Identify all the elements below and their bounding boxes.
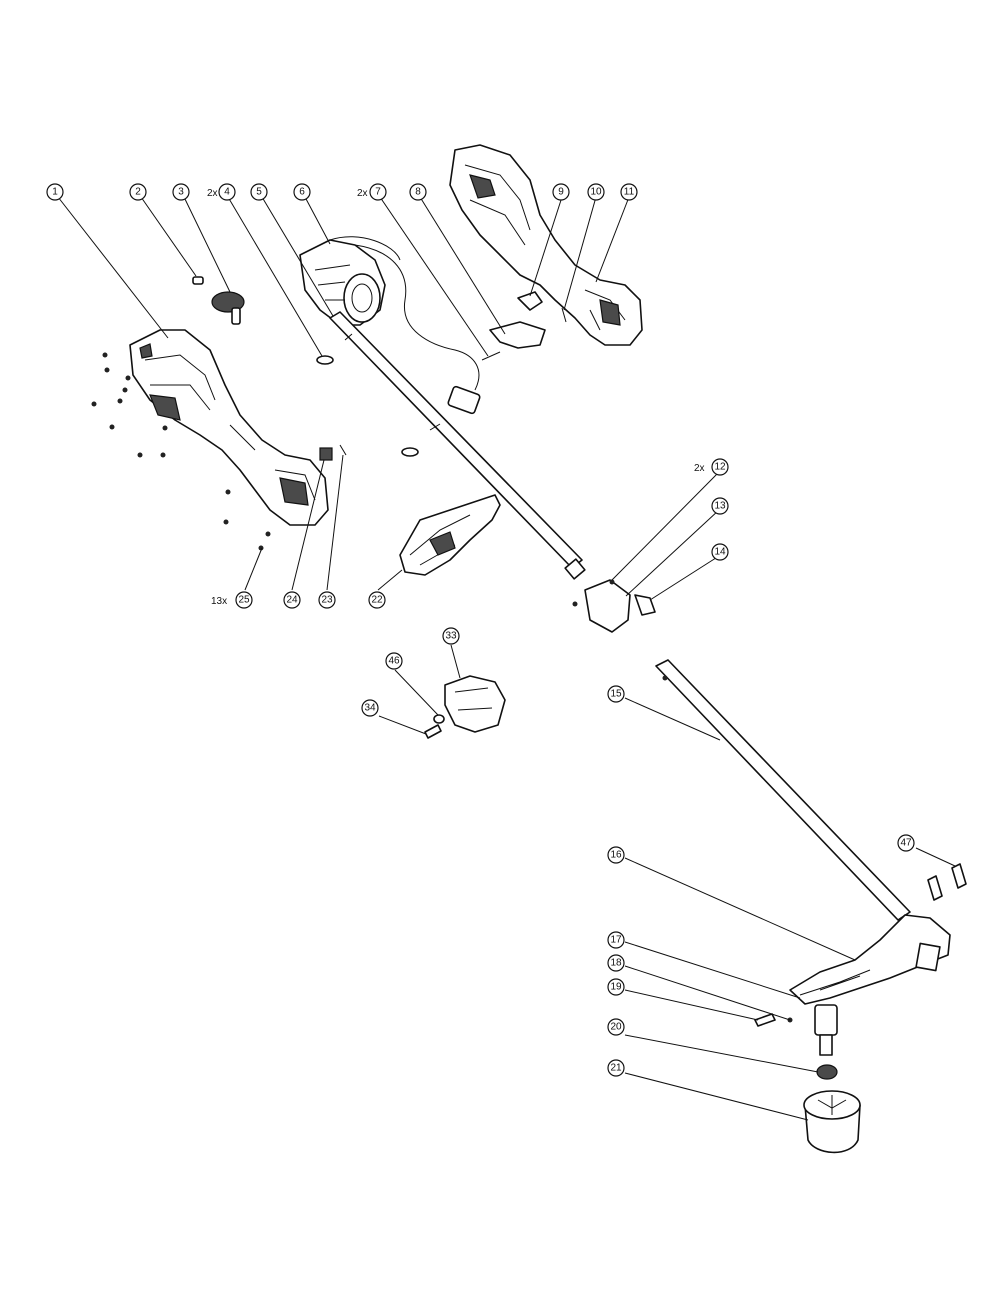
part-19-key	[754, 1013, 776, 1027]
callout-9: 9	[552, 183, 570, 201]
part-47-bolts	[927, 863, 967, 901]
callout-14: 14	[711, 543, 729, 561]
callout-5: 5	[250, 183, 268, 201]
svg-text:5: 5	[256, 187, 262, 198]
leader-lines	[57, 196, 956, 1121]
part-46-washer	[433, 714, 445, 724]
part-34-bolt	[424, 724, 442, 739]
part-7-pin	[481, 351, 501, 361]
callout-47: 47	[897, 834, 915, 852]
part-4-washer	[316, 355, 334, 365]
part-2-bushing	[192, 276, 204, 285]
part-33-clamp	[444, 675, 506, 733]
svg-text:10: 10	[590, 187, 602, 198]
svg-text:1: 1	[52, 187, 58, 198]
part-13-coupler	[572, 579, 631, 633]
callout-7: 7	[369, 183, 387, 201]
part-3-fan	[211, 291, 245, 325]
callout-10: 10	[587, 183, 605, 201]
qty-12: 2x	[694, 463, 705, 474]
svg-text:47: 47	[900, 838, 912, 849]
svg-text:24: 24	[286, 595, 298, 606]
part-17-spindle	[814, 1004, 838, 1056]
svg-text:21: 21	[610, 1063, 622, 1074]
svg-text:3: 3	[178, 187, 184, 198]
callout-2: 2	[129, 183, 147, 201]
svg-text:46: 46	[388, 656, 400, 667]
part-22-aux-handle	[399, 494, 501, 576]
part-1-left-housing	[129, 329, 329, 526]
qty-4: 2x	[207, 188, 218, 199]
part-8-trigger	[489, 321, 546, 349]
callout-34: 34	[361, 699, 379, 717]
svg-text:8: 8	[415, 187, 421, 198]
svg-text:15: 15	[610, 689, 622, 700]
callout-33: 33	[442, 627, 460, 645]
svg-text:25: 25	[238, 595, 250, 606]
svg-text:17: 17	[610, 935, 622, 946]
part-23-spring	[339, 444, 347, 456]
svg-text:14: 14	[714, 547, 726, 558]
part-14-knob	[634, 594, 656, 616]
callout-1: 1	[46, 183, 64, 201]
callout-3: 3	[172, 183, 190, 201]
svg-text:19: 19	[610, 982, 622, 993]
callout-6: 6	[293, 183, 311, 201]
svg-text:33: 33	[445, 631, 457, 642]
qty-25: 13x	[211, 596, 227, 607]
part-21-spool-head	[803, 1090, 861, 1154]
callout-23: 23	[318, 591, 336, 609]
svg-text:13: 13	[714, 501, 726, 512]
part-6-motor-wiring	[299, 236, 481, 415]
callout-19: 19	[607, 978, 625, 996]
svg-text:6: 6	[299, 187, 305, 198]
svg-text:11: 11	[624, 187, 635, 198]
svg-text:4: 4	[224, 187, 230, 198]
callout-16: 16	[607, 846, 625, 864]
callout-18: 18	[607, 954, 625, 972]
callout-15: 15	[607, 685, 625, 703]
svg-text:2: 2	[135, 187, 141, 198]
callout-17: 17	[607, 931, 625, 949]
callout-4: 4	[218, 183, 236, 201]
callout-20: 20	[607, 1018, 625, 1036]
part-9-lever	[517, 291, 543, 311]
svg-text:9: 9	[558, 187, 564, 198]
part-5-upper-shaft	[329, 311, 586, 580]
callout-24: 24	[283, 591, 301, 609]
callout-46: 46	[385, 652, 403, 670]
part-washer	[401, 447, 419, 457]
svg-text:20: 20	[610, 1022, 622, 1033]
part-10-spring	[561, 307, 567, 323]
part-15-lower-shaft	[655, 659, 911, 921]
svg-text:34: 34	[364, 703, 376, 714]
part-24-switch	[319, 447, 333, 461]
callout-25: 25	[235, 591, 253, 609]
part-20-nut	[816, 1064, 838, 1080]
callout-22: 22	[368, 591, 386, 609]
callout-11: 11	[620, 183, 638, 201]
svg-text:7: 7	[375, 187, 381, 198]
callout-13: 13	[711, 497, 729, 515]
svg-text:22: 22	[371, 595, 383, 606]
svg-text:23: 23	[321, 595, 333, 606]
callout-8: 8	[409, 183, 427, 201]
housing-screws	[91, 352, 271, 551]
svg-text:16: 16	[610, 850, 622, 861]
part-16-guard	[789, 914, 951, 1005]
callout-12: 12	[711, 458, 729, 476]
svg-text:18: 18	[610, 958, 622, 969]
svg-text:12: 12	[714, 462, 726, 473]
qty-7: 2x	[357, 188, 368, 199]
callout-21: 21	[607, 1059, 625, 1077]
